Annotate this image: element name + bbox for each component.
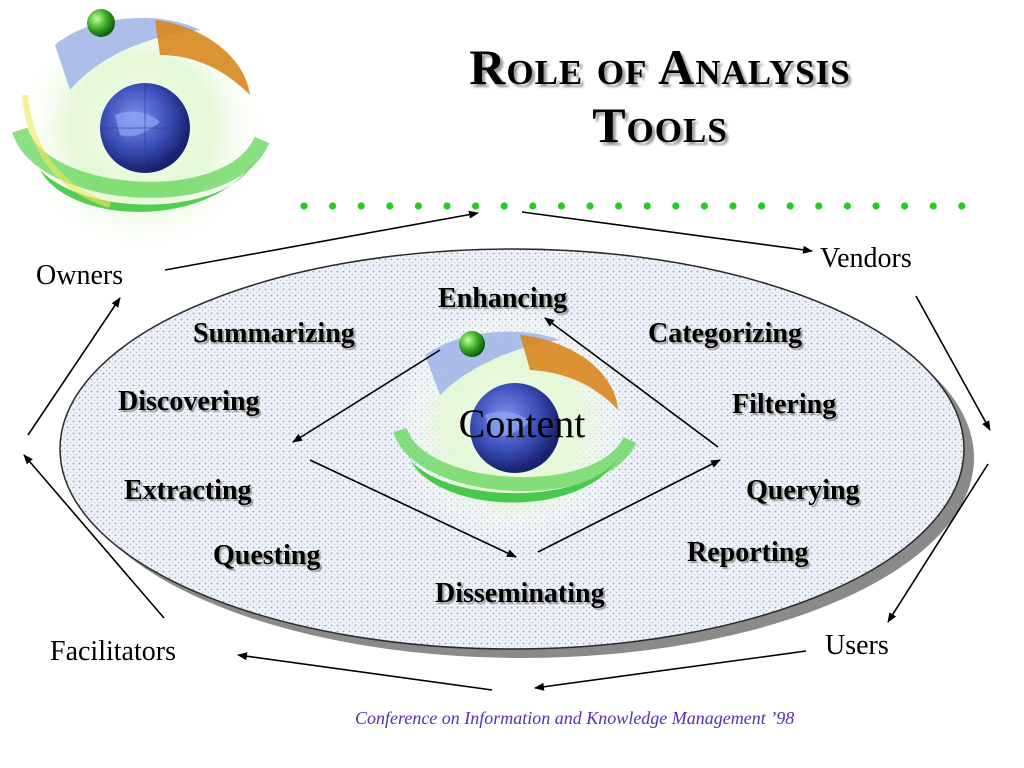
separator-dot — [843, 202, 852, 210]
separator-dot — [672, 202, 680, 210]
separator-dot — [500, 202, 508, 210]
arrow-facilitators-to-left — [23, 454, 165, 619]
separator-dot — [443, 202, 451, 210]
separator-dot — [958, 202, 966, 210]
role-owners: Owners — [36, 260, 124, 291]
center-content-label: Content — [458, 401, 586, 446]
separator-dot — [815, 202, 823, 210]
activity-filtering: Filtering — [732, 389, 837, 420]
activity-querying: Querying — [746, 475, 860, 506]
activity-discovering: Discovering — [118, 386, 260, 417]
footer-conference: Conference on Information and Knowledge … — [355, 708, 795, 728]
activity-categorizing: Categorizing — [648, 318, 802, 349]
separator-dot — [586, 202, 594, 210]
separator-dot — [901, 202, 909, 210]
separator-dot — [615, 202, 623, 210]
outer-cycle-arrows — [23, 210, 991, 691]
separator-dot — [872, 202, 880, 210]
role-facilitators: Facilitators — [50, 636, 176, 667]
separator-dot — [414, 202, 422, 210]
separator-dot — [529, 202, 537, 210]
activity-enhancing: Enhancing — [438, 283, 568, 314]
arrow-bottom-to-facilitators — [237, 652, 493, 691]
role-users: Users — [825, 630, 889, 661]
role-vendors: Vendors — [820, 243, 912, 274]
separator-dot — [329, 202, 337, 210]
separator-dot — [357, 202, 365, 210]
separator-dot — [643, 202, 651, 210]
title-line-1: Role of Analysis — [469, 39, 851, 95]
globe-center-icon — [393, 307, 637, 543]
arrow-right-to-top — [544, 317, 719, 448]
arrow-left-to-owners — [27, 297, 121, 436]
inner-diamond-arrows — [292, 317, 721, 558]
arrow-right-to-users — [887, 463, 989, 623]
separator-dot — [758, 202, 766, 210]
arrow-owners-to-top — [164, 210, 479, 271]
activity-disseminating: Disseminating — [435, 578, 605, 609]
separator-dot — [300, 202, 308, 210]
arrow-vendors-to-right — [915, 295, 991, 431]
arrow-users-to-bottom — [534, 650, 807, 691]
separator-dot — [386, 202, 394, 210]
separator-dot — [557, 202, 566, 210]
activity-extracting: Extracting — [124, 475, 252, 506]
separator-dot — [929, 202, 937, 210]
globe-logo-icon — [12, 0, 270, 256]
arrow-top-to-left — [292, 349, 441, 443]
dotted-separator — [300, 202, 966, 210]
separator-dot — [472, 202, 480, 210]
arrow-bottom-to-right — [537, 459, 721, 553]
page-title: Role of Analysis Tools — [360, 38, 960, 154]
separator-dot — [786, 202, 794, 210]
separator-dot — [729, 202, 737, 210]
title-line-2: Tools — [592, 97, 728, 153]
separator-dot — [700, 202, 709, 210]
activity-summarizing: Summarizing — [193, 318, 355, 349]
activity-reporting: Reporting — [687, 537, 809, 568]
arrow-left-to-bottom — [309, 459, 517, 558]
arrow-top-to-vendors — [521, 211, 813, 254]
activity-questing: Questing — [213, 540, 321, 571]
